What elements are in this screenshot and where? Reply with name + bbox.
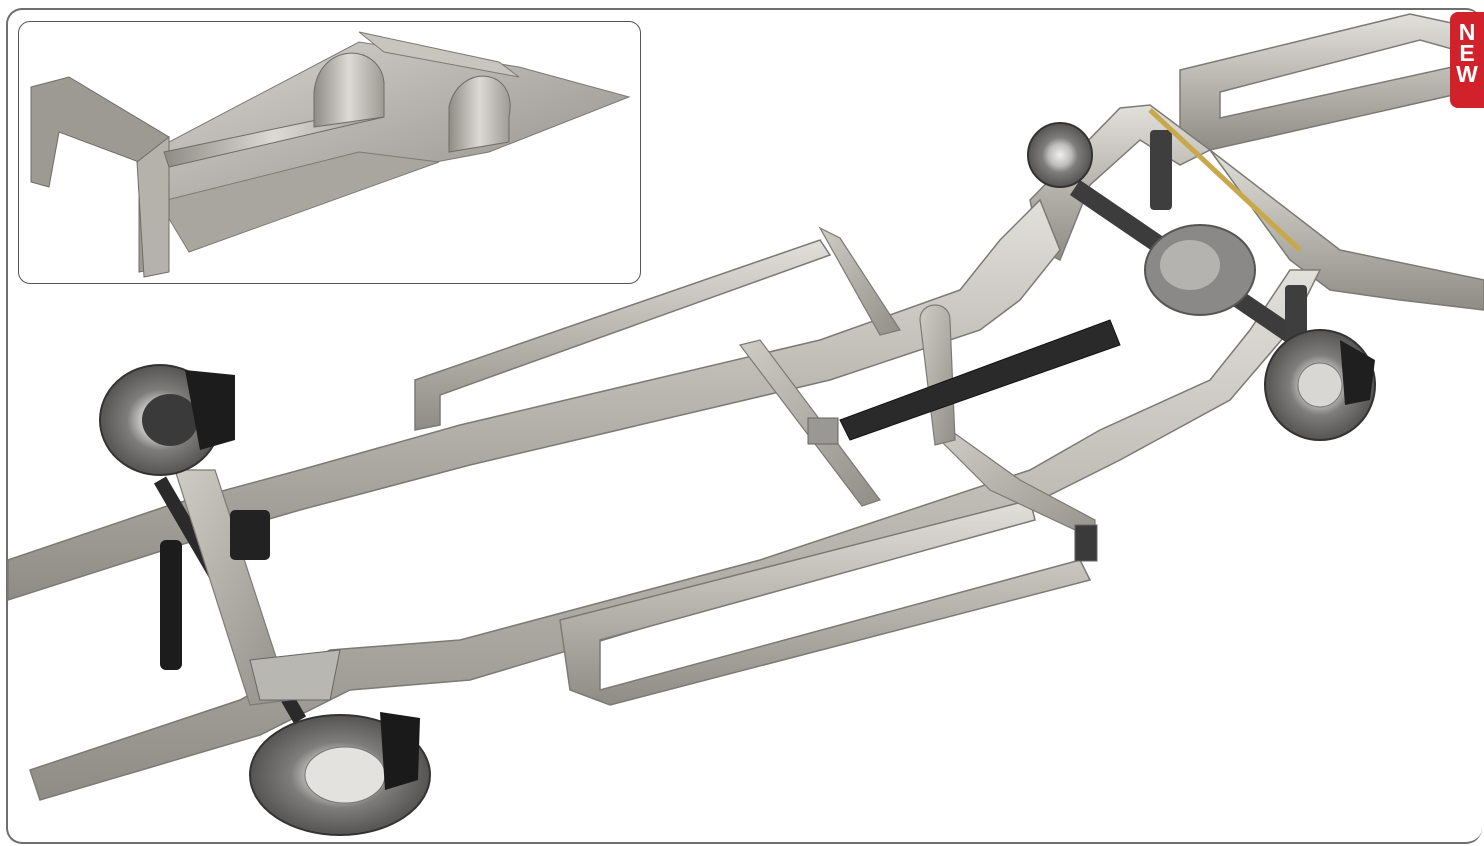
rear-right-brake-rotor [1264, 329, 1376, 441]
front-right-brake-rotor [249, 712, 431, 836]
upper-side-loop [414, 226, 901, 431]
new-badge: N E W [1450, 12, 1484, 108]
new-badge-letter-n: N [1458, 19, 1476, 45]
lower-side-loop [559, 499, 1092, 706]
floor-pan-illustration [30, 31, 631, 278]
inset-panel [18, 21, 641, 284]
drive-shaft [807, 319, 1121, 445]
rear-left-brake-rotor [1027, 122, 1093, 188]
front-left-brake-rotor [99, 364, 235, 476]
new-badge-letter-e: E [1459, 40, 1475, 66]
rear-axle-assembly [1070, 108, 1307, 345]
new-badge-letter-w: W [1456, 61, 1478, 87]
lower-frame-rail [29, 269, 1322, 801]
front-suspension [153, 469, 341, 724]
rear-frame-kickup [1029, 13, 1484, 311]
